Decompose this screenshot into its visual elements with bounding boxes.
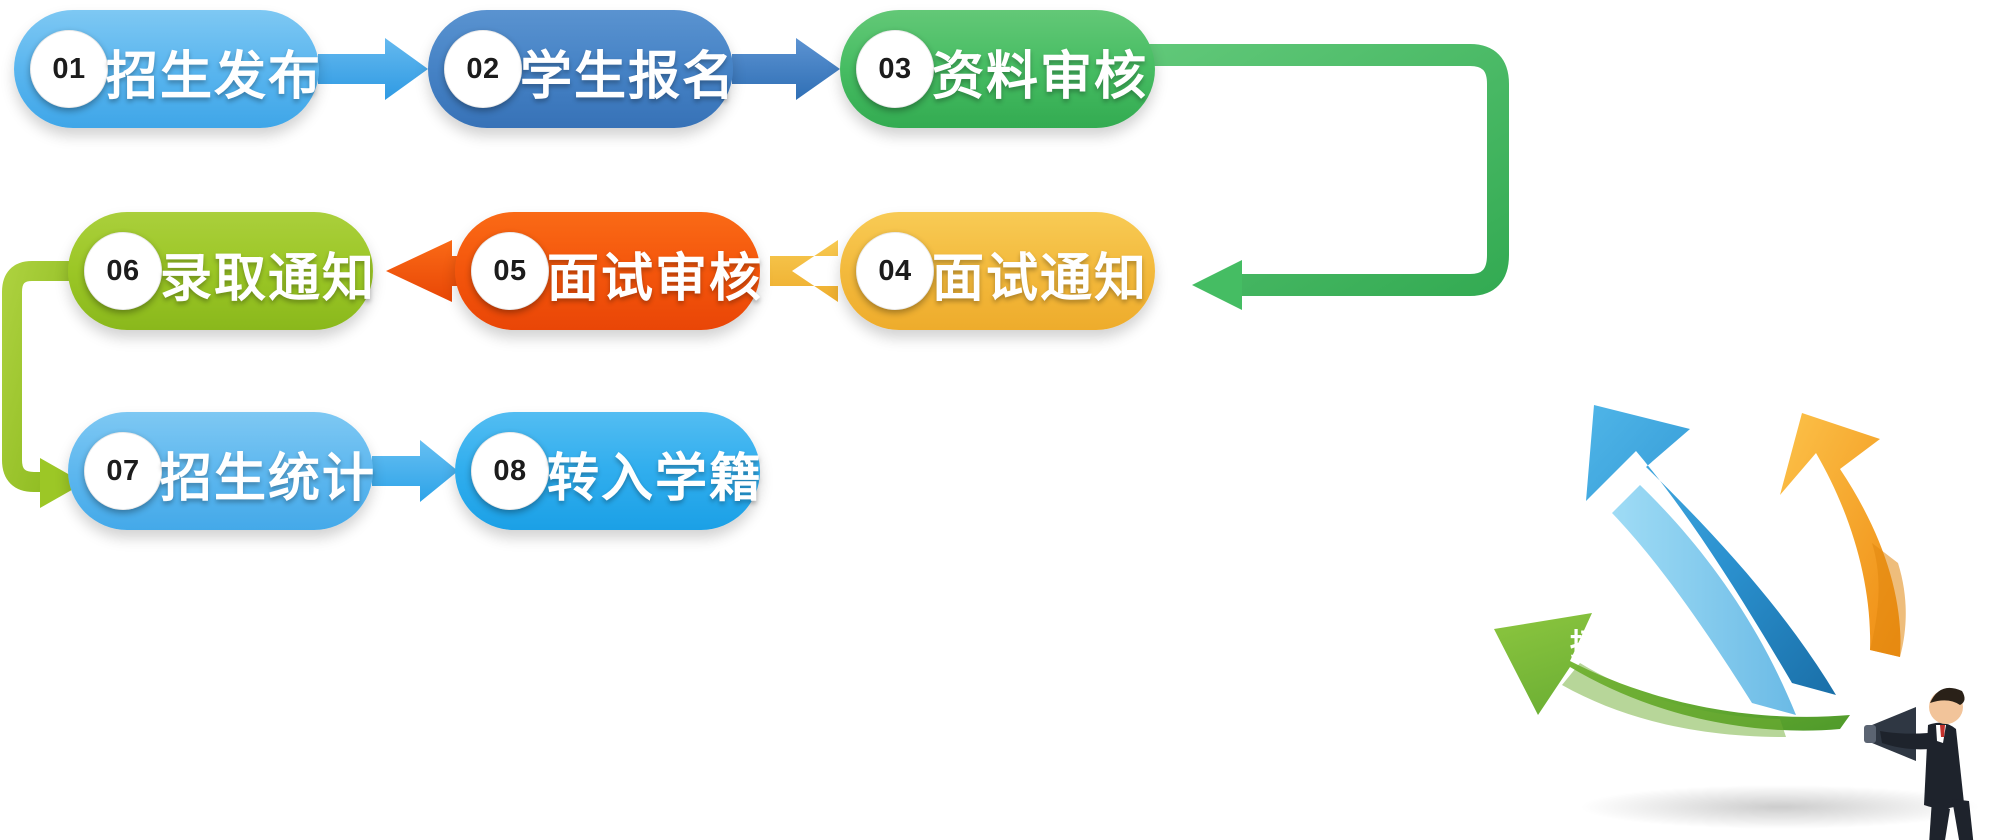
step-number-badge: 08 <box>471 432 549 510</box>
step-node-06[interactable]: 06 录取通知 <box>68 212 377 330</box>
step-label: 面试审核 <box>547 250 764 308</box>
step-label: 转入学籍 <box>547 450 764 508</box>
connector-02-03 <box>732 38 840 100</box>
step-label: 招生发布 <box>106 48 323 106</box>
step-label: 录取通知 <box>160 250 377 308</box>
mascot-illustration: 生 招 <box>1494 405 1980 840</box>
step-node-07[interactable]: 07 招生统计 <box>68 412 377 530</box>
swoosh-green-arrow: 招 <box>1494 613 1850 737</box>
connector-03-04 <box>1113 44 1509 310</box>
swoosh-blue-arrow: 生 <box>1586 405 1836 715</box>
step-label: 面试通知 <box>932 250 1149 308</box>
step-number-badge: 04 <box>856 232 934 310</box>
step-label: 学生报名 <box>520 48 737 106</box>
step-number-badge: 01 <box>30 30 108 108</box>
connector-04-05 <box>770 240 838 302</box>
step-label: 招生统计 <box>160 450 377 508</box>
step-node-05[interactable]: 05 面试审核 <box>455 212 764 330</box>
step-node-08[interactable]: 08 转入学籍 <box>455 412 764 530</box>
step-number-badge: 07 <box>84 432 162 510</box>
connector-01-02 <box>318 38 428 100</box>
step-number-badge: 05 <box>471 232 549 310</box>
swoosh-label-sheng: 生 <box>1668 459 1698 492</box>
step-node-04[interactable]: 04 面试通知 <box>840 212 1155 330</box>
swoosh-label-zhao: 招 <box>1570 629 1600 662</box>
mascot-shadow <box>1580 785 1980 829</box>
step-number-badge: 03 <box>856 30 934 108</box>
step-number-badge: 02 <box>444 30 522 108</box>
step-node-01[interactable]: 01 招生发布 <box>14 10 323 128</box>
connector-07-08 <box>372 440 458 502</box>
step-number-badge: 06 <box>84 232 162 310</box>
swoosh-orange-arrow <box>1780 413 1906 657</box>
step-node-03[interactable]: 03 资料审核 <box>840 10 1155 128</box>
step-node-02[interactable]: 02 学生报名 <box>428 10 737 128</box>
step-label: 资料审核 <box>932 48 1149 106</box>
megaphone-person-figure <box>1864 687 1974 840</box>
